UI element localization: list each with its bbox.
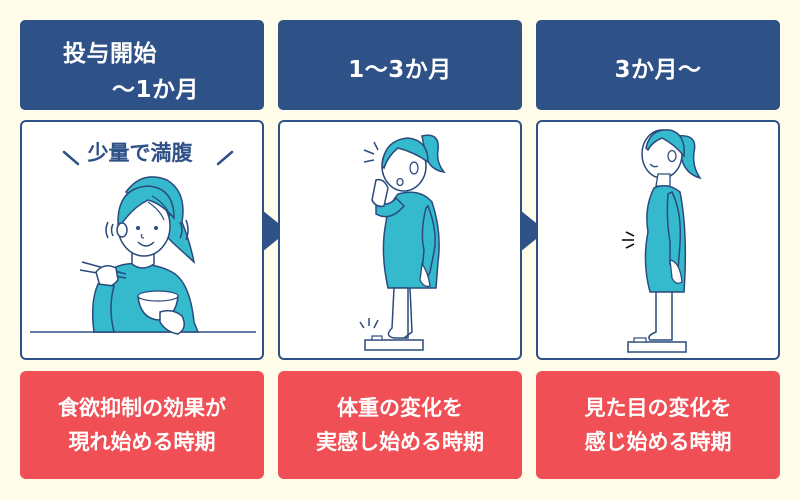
slim-woman-on-scale-illustration — [622, 129, 702, 353]
emphasis-mark-icon — [62, 150, 80, 166]
stage-3-illustration-panel — [536, 120, 780, 360]
stage-3-caption-line1: 見た目の変化を — [584, 396, 732, 420]
stage-2-caption: 体重の変化を 実感し始める時期 — [278, 371, 522, 479]
stage-2-caption-line2: 実感し始める時期 — [316, 430, 484, 454]
stage-2-header-line1: 1〜3か月 — [348, 57, 452, 83]
scale-icon — [364, 339, 424, 351]
stage-1-caption-line1: 食欲抑制の効果が — [58, 396, 226, 420]
scale-icon — [627, 341, 687, 353]
stage-1-illustration-panel: 少量で満腹 — [20, 120, 264, 360]
stage-2-caption-line1: 体重の変化を — [337, 396, 463, 420]
surprised-woman-on-scale-illustration — [359, 134, 446, 351]
stage-1-header-line1: 投与開始 — [63, 41, 157, 67]
stage-3-header: 3か月〜 — [536, 20, 780, 110]
stage-3-caption: 見た目の変化を 感じ始める時期 — [536, 371, 780, 479]
stage-1-caption-line2: 現れ始める時期 — [68, 430, 216, 454]
stage-2-illustration-panel — [278, 120, 522, 360]
emphasis-mark-icon — [216, 150, 234, 166]
stage-1-caption: 食欲抑制の効果が 現れ始める時期 — [20, 371, 264, 479]
stage-1-header: 投与開始 〜1か月 — [20, 20, 264, 110]
stage-3-header-line1: 3か月〜 — [614, 57, 702, 83]
woman-eating-illustration: 少量で満腹 — [30, 141, 256, 335]
stage-1-header-line2: 〜1か月 — [112, 77, 200, 103]
stage-2-header: 1〜3か月 — [278, 20, 522, 110]
stage-3-caption-line2: 感じ始める時期 — [584, 430, 732, 454]
illustration-label: 少量で満腹 — [87, 141, 194, 165]
